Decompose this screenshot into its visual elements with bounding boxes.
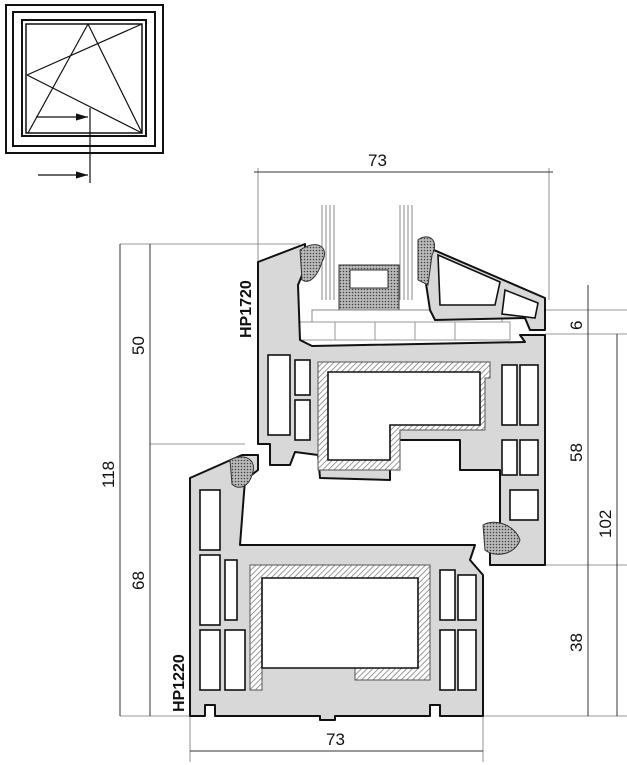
tilt-turn-window-icon [5,4,164,183]
dimension-lines [119,171,618,752]
glass-pane [299,205,511,341]
extension-lines [120,168,627,762]
sash-profile-label: HP1720 [238,280,255,338]
dim-left-upper: 50 [129,336,148,355]
dim-right-middle: 58 [567,443,586,462]
dim-left-total: 118 [99,461,118,488]
sash-profile [257,236,546,566]
dim-right-total: 102 [596,510,615,538]
dim-bottom-width: 73 [326,730,345,749]
dim-top-width: 73 [368,151,387,170]
dim-left-lower: 68 [129,571,148,590]
dim-right-overlap: 6 [567,321,586,330]
dim-right-lower: 38 [567,633,586,652]
frame-profile-label: HP1220 [171,654,188,712]
frame-profile [189,454,484,721]
